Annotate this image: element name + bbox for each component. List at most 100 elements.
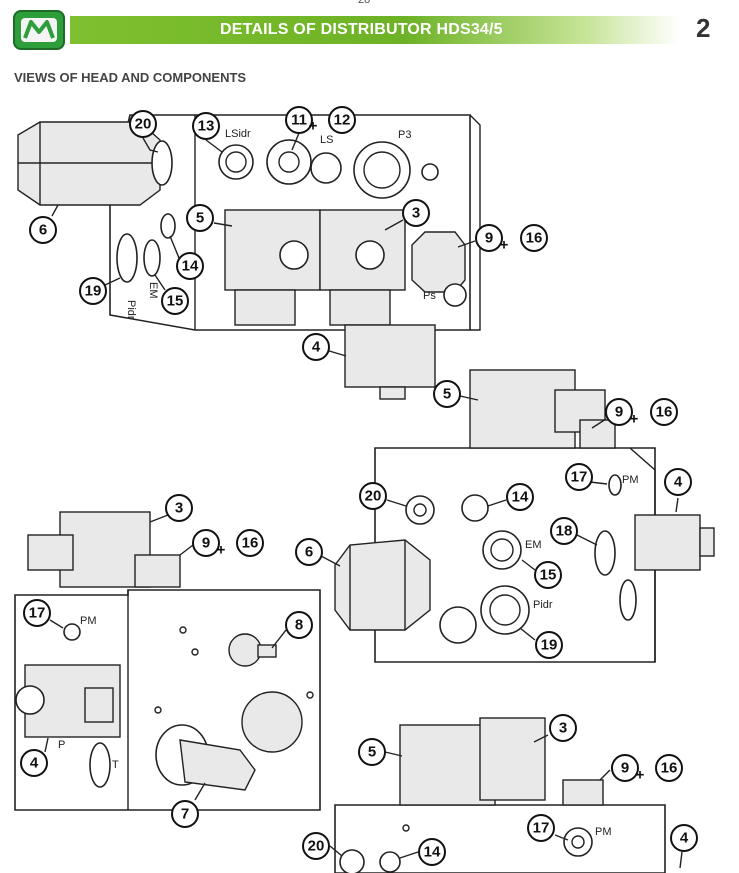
port-pidr-v2-inner <box>489 594 521 626</box>
plug-cap-v3 <box>241 691 303 753</box>
callout-v4-14: 14 <box>418 838 446 866</box>
plus-v1-11-12: + <box>309 118 318 135</box>
page-title: DETAILS OF DISTRIBUTOR HDS34/5 <box>220 21 503 38</box>
callout-v2-15: 15 <box>534 561 562 589</box>
brand-logo <box>13 10 65 50</box>
block-side-2 <box>629 447 656 662</box>
logo-m-icon <box>23 20 55 39</box>
port-label-pm-v2: PM <box>622 474 639 486</box>
port-em-side <box>143 239 161 277</box>
port-pidr-side <box>116 233 138 283</box>
section-title: VIEWS OF HEAD AND COMPONENTS <box>14 70 247 85</box>
callout-v1-16-text: 16 <box>526 230 543 247</box>
port-17-v4-inner <box>571 835 585 849</box>
callout-v2-18-text: 18 <box>556 523 573 540</box>
callout-v2-5: 5 <box>433 380 461 408</box>
callout-v2-4: 4 <box>664 468 692 496</box>
port-label-ls: LS <box>320 134 333 146</box>
page-header: DETAILS OF DISTRIBUTOR HDS34/5 2 <box>0 0 739 60</box>
callout-v4-20-text: 20 <box>308 838 325 855</box>
callout-v3-7-text: 7 <box>181 806 189 823</box>
chapter-number: 2 <box>696 13 711 43</box>
callout-v1-6-text: 6 <box>39 222 47 239</box>
block-side <box>469 114 481 331</box>
port-t-v3 <box>89 742 111 788</box>
callout-v4-16: 16 <box>655 754 683 782</box>
callout-v2-9: 9 <box>605 398 633 426</box>
coil-nut-left <box>279 240 309 270</box>
view-bottom-assembly: PM <box>334 717 666 873</box>
port-pidr-v2 <box>480 585 530 635</box>
port-lower-v2 <box>439 606 477 644</box>
port-lsidr-inner <box>225 151 247 173</box>
port-11-inner <box>278 151 300 173</box>
port-label-pidr-rot: Pidr <box>125 300 137 320</box>
port-18-v2 <box>594 530 616 576</box>
callout-v2-5-text: 5 <box>443 386 451 403</box>
callout-v2-19: 19 <box>535 631 563 659</box>
callout-v3-9-text: 9 <box>202 535 210 552</box>
view-left-assembly: PM P T <box>14 511 321 811</box>
fitting-8 <box>228 633 262 667</box>
callout-v1-15-text: 15 <box>167 293 184 310</box>
callout-v3-9: 9 <box>192 529 220 557</box>
port-em-v2 <box>482 530 522 570</box>
plus-v3-9-16: + <box>217 542 226 559</box>
callout-v3-16: 16 <box>236 529 264 557</box>
cartridge-seat <box>151 140 173 186</box>
callout-v1-19-text: 19 <box>85 283 102 300</box>
callout-v3-17-text: 17 <box>29 605 46 622</box>
callout-v2-20: 20 <box>359 482 387 510</box>
callout-v1-11-text: 11 <box>291 112 307 129</box>
callout-v1-3-text: 3 <box>412 205 420 222</box>
coil-4-v3-nut <box>15 685 45 715</box>
port-17-v3 <box>63 623 81 641</box>
callout-v1-15: 15 <box>161 287 189 315</box>
callout-v4-9: 9 <box>611 754 639 782</box>
logo-mark <box>21 18 57 42</box>
callout-v3-7: 7 <box>171 800 199 828</box>
callout-v3-4: 4 <box>20 749 48 777</box>
callout-v3-4-text: 4 <box>30 755 39 772</box>
connector-v3 <box>27 534 74 571</box>
callout-v2-4-text: 4 <box>674 474 683 491</box>
plug-cap-9-v4 <box>562 779 604 806</box>
screw-hole-1 <box>179 626 187 634</box>
coil-nut-right <box>355 240 385 270</box>
callout-v1-4: 4 <box>302 333 330 361</box>
callout-v4-14-text: 14 <box>424 844 441 861</box>
callout-v4-4: 4 <box>670 824 698 852</box>
port-20-v2-inner <box>413 503 427 517</box>
port-11 <box>266 139 312 185</box>
port-ls <box>310 152 342 184</box>
callout-v4-20: 20 <box>302 832 330 860</box>
plus-v1-9-16: + <box>500 237 509 254</box>
callout-v4-4-text: 4 <box>680 830 689 847</box>
connector-right <box>329 289 391 326</box>
fitting-8-stem <box>257 644 277 658</box>
port-label-p3: P3 <box>398 129 411 141</box>
callout-v1-9-text: 9 <box>485 230 493 247</box>
plus-v2-9-16: + <box>630 411 639 428</box>
callout-v2-20-text: 20 <box>365 488 382 505</box>
callout-v2-19-text: 19 <box>541 637 558 654</box>
callout-v3-16-text: 16 <box>242 535 259 552</box>
port-label-ps: Ps <box>423 290 436 302</box>
callout-v1-3: 3 <box>402 199 430 227</box>
callout-v1-9: 9 <box>475 224 503 252</box>
callout-v2-15-text: 15 <box>540 567 557 584</box>
callout-v1-4-text: 4 <box>312 339 321 356</box>
callout-v2-14-text: 14 <box>512 489 529 506</box>
hex-cartridge-v2-edge <box>349 540 406 630</box>
callout-v2-17: 17 <box>565 463 593 491</box>
callout-v1-6: 6 <box>29 216 57 244</box>
port-label-em: EM <box>525 539 542 551</box>
callout-v4-3: 3 <box>549 714 577 742</box>
connector-left <box>234 289 296 326</box>
hex-cartridge-edge <box>18 122 160 205</box>
port-label-pidr: Pidr <box>533 599 553 611</box>
screw-hole-5 <box>402 824 410 832</box>
coil-4-v3-plug <box>84 687 114 723</box>
callout-v3-8: 8 <box>285 611 313 639</box>
